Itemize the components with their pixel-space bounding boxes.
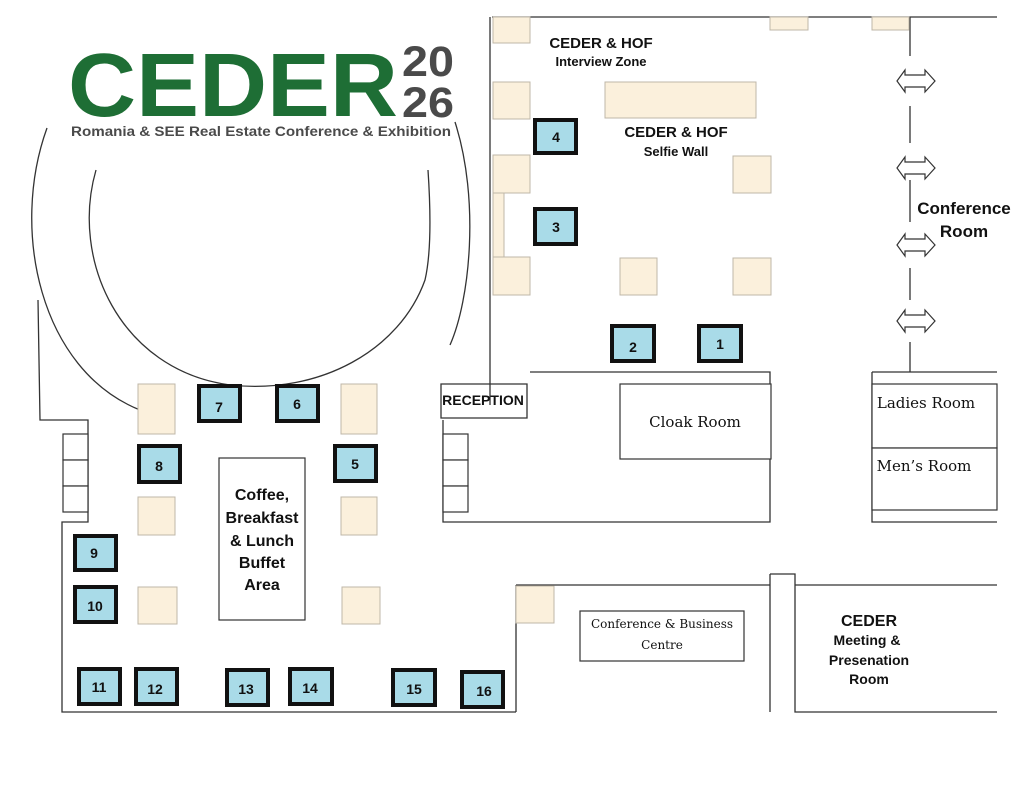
stand-16-label: 16 [476,683,492,699]
stand-numbers: 1 2 3 4 5 6 7 8 9 10 11 12 13 14 15 16 [87,129,724,699]
stand-11-label: 11 [92,679,107,695]
logo-year-top: 20 [402,38,454,86]
stand-13[interactable] [225,668,270,707]
tables [137,16,910,625]
business-centre-label-1: Conference & Business [591,617,733,631]
door-arrow-icon [896,308,936,334]
buffet-label-1: Coffee, [235,487,289,504]
ladies-room-label: Ladies Room [877,394,975,412]
stand-4-label: 4 [552,129,560,145]
stand-7-label: 7 [215,399,223,415]
stand-10-label: 10 [87,598,103,614]
stand-14[interactable] [288,667,334,706]
stand-9-label: 9 [90,545,98,561]
stand-13-label: 13 [238,681,254,697]
logo-brand: CEDER [68,36,398,136]
interview-zone-subtitle: Interview Zone [555,54,646,69]
ceder-logo: CEDER 20 26 Romania & SEE Real Estate Co… [68,36,454,139]
stand-15-label: 15 [406,681,422,697]
meeting-room-label-2: Meeting & [834,632,901,648]
selfie-wall-subtitle: Selfie Wall [644,144,709,159]
stands[interactable] [73,118,743,709]
business-centre-label-2: Centre [641,638,683,652]
buffet-label-4: Buffet [239,555,286,572]
entrance-arcs [31,121,471,411]
selfie-wall-title: CEDER & HOF [624,124,727,141]
stand-12-label: 12 [147,681,163,697]
mens-room-label: Men’s Room [877,457,972,475]
left-niches [62,433,469,513]
stand-14-label: 14 [302,680,318,696]
conference-door-arrows [896,68,936,334]
reception-label: RECEPTION [442,392,524,408]
door-arrow-icon [896,155,936,181]
stand-1-label: 1 [716,336,724,352]
stand-5[interactable] [333,444,378,483]
stand-5-label: 5 [351,456,359,472]
stand-9[interactable] [73,534,118,572]
stand-2-label: 2 [629,339,637,355]
room-boxes [218,383,998,662]
conference-room-label-2: Room [940,222,988,241]
conference-room-label-1: Conference [917,199,1011,218]
buffet-label-2: Breakfast [226,510,300,527]
stand-10[interactable] [73,585,118,624]
stand-6-label: 6 [293,396,301,412]
stand-15[interactable] [391,668,437,707]
stand-6[interactable] [275,384,320,423]
stand-8[interactable] [137,444,182,484]
meeting-room-label-3: Presenation [829,652,909,668]
door-arrow-icon [896,68,936,94]
buffet-label-5: Area [244,577,280,594]
stand-1[interactable] [697,324,743,363]
door-arrow-icon [896,232,936,258]
logo-tagline: Romania & SEE Real Estate Conference & E… [71,124,451,139]
buffet-label-3: & Lunch [230,533,294,550]
stand-2[interactable] [610,324,656,363]
stand-8-label: 8 [155,458,163,474]
stand-3[interactable] [533,207,578,246]
logo-year-bottom: 26 [402,79,454,127]
meeting-room-label-4: Room [849,671,889,687]
cloak-room-label: Cloak Room [649,413,741,431]
stand-3-label: 3 [552,219,560,235]
stand-11[interactable] [77,667,122,706]
stand-4[interactable] [533,118,578,155]
stand-7[interactable] [197,384,242,423]
stand-16[interactable] [460,670,505,709]
interview-zone-title: CEDER & HOF [549,35,652,52]
meeting-room-label-1: CEDER [841,613,897,630]
stand-12[interactable] [134,667,179,706]
